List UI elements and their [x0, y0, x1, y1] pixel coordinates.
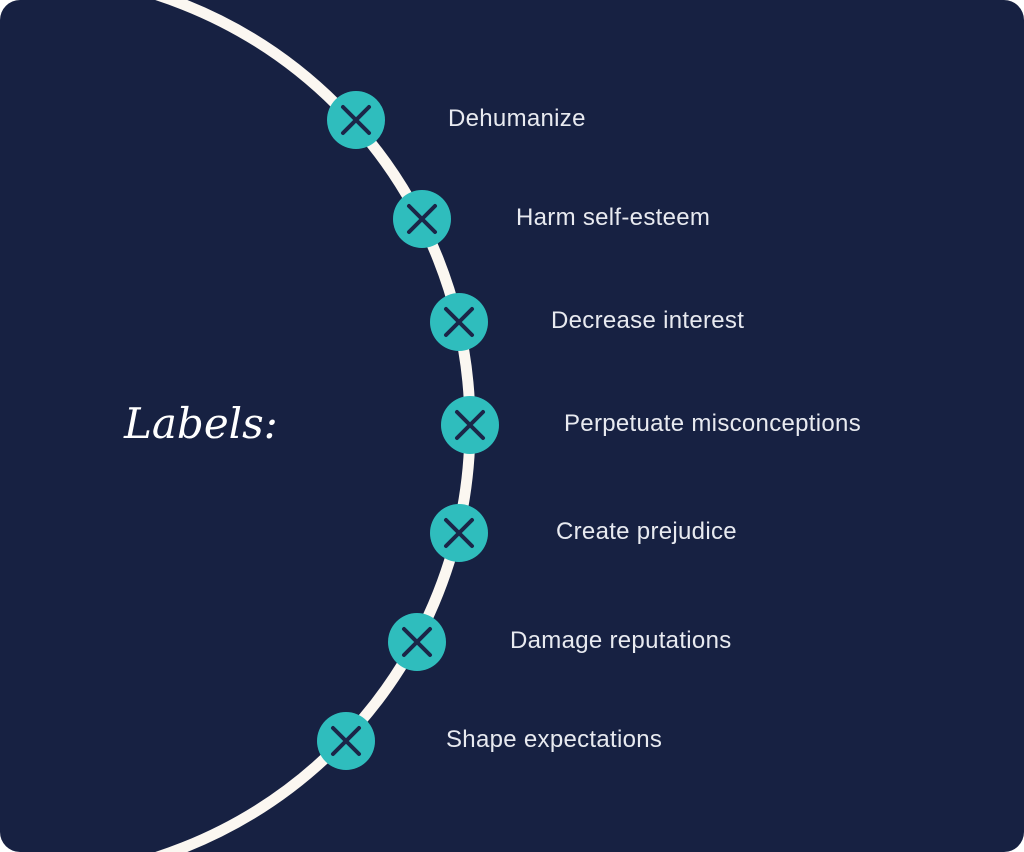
cross-stroke [444, 307, 474, 337]
x-icon [430, 293, 488, 351]
x-icon [327, 91, 385, 149]
cross-stroke [407, 204, 437, 234]
item-label: Decrease interest [551, 307, 745, 334]
item-label: Shape expectations [446, 726, 663, 753]
cross-stroke [444, 518, 474, 548]
x-icon [388, 613, 446, 671]
x-icon [393, 190, 451, 248]
cross-stroke [341, 105, 371, 135]
x-icon [441, 396, 499, 454]
cross-stroke [455, 410, 485, 440]
x-icon [317, 712, 375, 770]
cross-stroke [331, 726, 361, 756]
item-label: Create prejudice [556, 518, 737, 545]
x-icon [430, 504, 488, 562]
cross-stroke [402, 627, 432, 657]
item-label: Perpetuate misconceptions [564, 410, 861, 437]
item-label: Dehumanize [448, 105, 586, 132]
diagram-title: Labels: [124, 399, 278, 448]
item-label: Damage reputations [510, 627, 732, 654]
item-label: Harm self-esteem [516, 204, 711, 231]
